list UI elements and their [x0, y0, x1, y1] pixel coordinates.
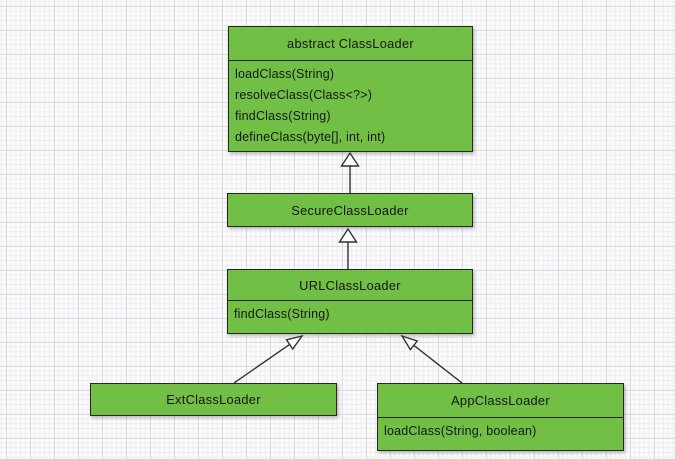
class-title: AppClassLoader	[378, 384, 623, 418]
class-methods-compartment: loadClass(String, boolean)	[378, 418, 623, 442]
hollow-triangle-icon	[285, 334, 304, 351]
generalization-arrow-app-to-url[interactable]	[400, 334, 463, 384]
class-title: ExtClassLoader	[166, 392, 261, 407]
class-methods-compartment: loadClass(String) resolveClass(Class<?>)…	[229, 61, 472, 148]
class-node-abstract-classloader[interactable]: abstract ClassLoader loadClass(String) r…	[228, 26, 473, 152]
hollow-triangle-icon	[340, 151, 360, 167]
method-label: resolveClass(Class<?>)	[235, 88, 373, 102]
method-label: defineClass(byte[], int, int)	[235, 130, 386, 144]
class-title: URLClassLoader	[228, 270, 472, 301]
class-node-secureclassloader[interactable]: SecureClassLoader	[227, 193, 473, 227]
class-title: SecureClassLoader	[291, 202, 409, 218]
method-label: findClass(String)	[235, 109, 331, 123]
method-label: loadClass(String)	[235, 67, 335, 81]
generalization-arrow-ext-to-url[interactable]	[233, 334, 304, 384]
class-node-extclassloader[interactable]: ExtClassLoader	[90, 383, 337, 416]
class-node-urlclassloader[interactable]: URLClassLoader findClass(String)	[227, 269, 473, 334]
method-label: findClass(String)	[234, 307, 330, 321]
generalization-arrow-secure-to-classloader[interactable]	[340, 151, 360, 193]
class-node-appclassloader[interactable]: AppClassLoader loadClass(String, boolean…	[377, 383, 624, 451]
hollow-triangle-icon	[400, 334, 419, 351]
class-methods-compartment: findClass(String)	[228, 301, 472, 325]
class-title: abstract ClassLoader	[229, 27, 472, 61]
method-label: loadClass(String, boolean)	[384, 424, 537, 438]
hollow-triangle-icon	[338, 227, 358, 243]
generalization-arrow-url-to-secure[interactable]	[338, 227, 358, 269]
